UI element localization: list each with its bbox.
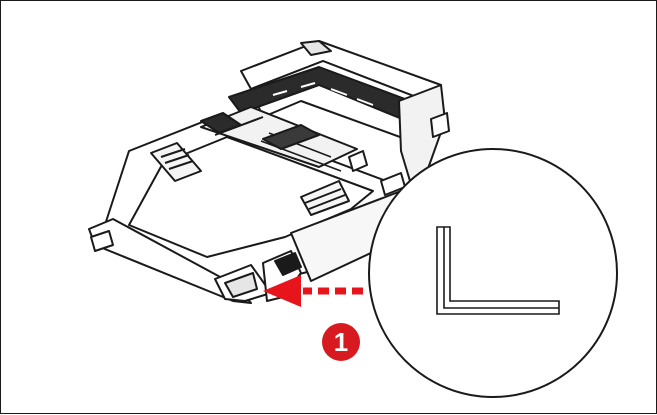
corner-guide-detail-icon xyxy=(368,148,618,398)
step-number-badge: 1 xyxy=(322,323,360,361)
l-corner-guide-icon xyxy=(436,226,560,315)
slide-direction-arrow-icon xyxy=(263,275,363,307)
paper-cassette-tray-icon xyxy=(88,40,450,304)
